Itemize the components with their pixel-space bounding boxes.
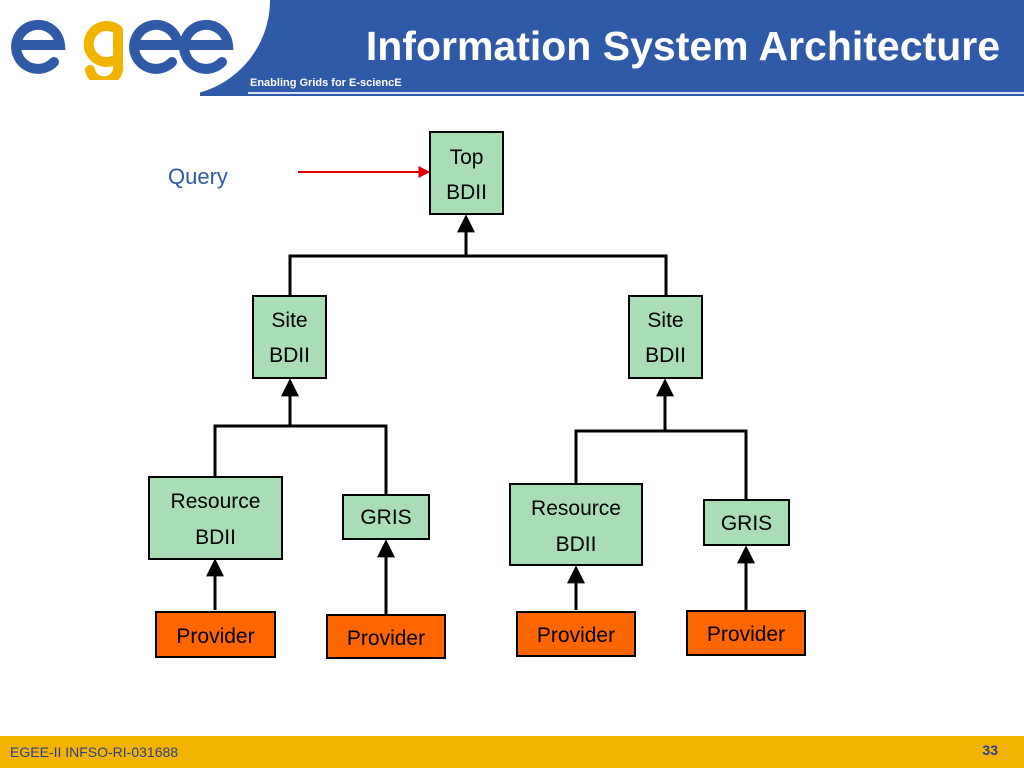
- egee-logo: egee: [11, 19, 234, 80]
- provider-2-box: Provider: [326, 614, 446, 659]
- resource-bdii-left-line-2: BDII: [195, 526, 236, 549]
- gris-right-box: GRIS: [703, 499, 790, 546]
- top-bdii-box: Top BDII: [429, 131, 504, 215]
- provider-1-label: Provider: [176, 625, 254, 648]
- query-label: Query: [168, 164, 228, 189]
- provider-3-box: Provider: [516, 611, 636, 657]
- gris-right-label: GRIS: [721, 512, 772, 535]
- left-subtree-connector: [213, 424, 388, 494]
- top-bdii-line-1: Top: [450, 146, 484, 169]
- resource-bdii-left-box: Resource BDII: [148, 476, 283, 560]
- bdii-hierarchy-diagram: Query Top BDII Site BDII Site BDII: [148, 131, 806, 659]
- resource-bdii-right-line-1: Resource: [531, 497, 621, 520]
- slide-header: egee Information System Architecture Ena…: [0, 0, 1024, 96]
- provider-4-box: Provider: [686, 610, 806, 656]
- footer-project-id: EGEE-II INFSO-RI-031688: [10, 744, 179, 760]
- provider-3-label: Provider: [537, 624, 615, 647]
- resource-bdii-right-line-2: BDII: [556, 533, 597, 556]
- slide-footer: EGEE-II INFSO-RI-031688 33: [0, 736, 1024, 768]
- provider-1-box: Provider: [155, 611, 276, 658]
- site-connector: [288, 254, 668, 296]
- provider-2-label: Provider: [347, 627, 425, 650]
- slide-subtitle: Enabling Grids for E-sciencE: [250, 77, 402, 89]
- slide-title: Information System Architecture: [365, 23, 1000, 69]
- site-bdii-left-line-2: BDII: [269, 344, 310, 367]
- page-number: 33: [982, 742, 998, 758]
- site-bdii-right-line-1: Site: [647, 309, 683, 332]
- resource-bdii-right-box: Resource BDII: [509, 483, 643, 566]
- header-band: [200, 0, 1024, 96]
- site-bdii-left-line-1: Site: [271, 309, 307, 332]
- gris-left-label: GRIS: [360, 506, 411, 529]
- header-rule: [248, 92, 1024, 94]
- resource-bdii-left-line-1: Resource: [171, 490, 261, 513]
- site-bdii-right-box: Site BDII: [628, 295, 703, 379]
- site-bdii-left-box: Site BDII: [252, 295, 327, 379]
- provider-4-label: Provider: [707, 623, 785, 646]
- gris-left-box: GRIS: [342, 494, 430, 540]
- site-bdii-right-line-2: BDII: [645, 344, 686, 367]
- top-bdii-line-2: BDII: [446, 181, 487, 204]
- right-subtree-connector: [574, 429, 748, 500]
